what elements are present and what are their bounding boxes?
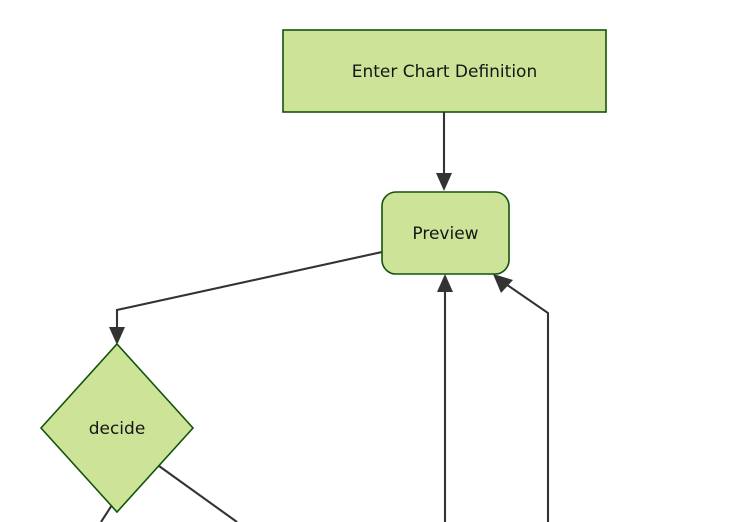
node-enter-chart-definition[interactable]: Enter Chart Definition <box>282 29 607 113</box>
node-preview[interactable]: Preview <box>381 191 510 275</box>
arrowhead-up-left-icon <box>493 274 513 293</box>
node-preview-shape <box>381 191 510 275</box>
edge-bottom-right-to-preview[interactable] <box>493 274 550 522</box>
edge-enter-to-preview[interactable] <box>436 112 452 191</box>
arrowhead-down-icon <box>436 173 452 191</box>
node-decide-label: decide <box>89 419 146 439</box>
node-preview-label: Preview <box>412 224 478 244</box>
edge-decide-to-offscreen-right[interactable] <box>158 465 238 522</box>
edge-decide-to-offscreen-left-line <box>100 504 113 522</box>
edge-bottom-right-to-preview-line <box>499 279 550 522</box>
edge-bottom-center-to-preview[interactable] <box>437 274 453 522</box>
node-enter-chart-definition-label: Enter Chart Definition <box>352 62 537 82</box>
arrowhead-down-icon <box>109 327 125 345</box>
node-decide-shape <box>39 342 195 514</box>
node-layer: Enter Chart Definition Preview decide <box>39 29 607 514</box>
edge-preview-to-decide-line <box>115 250 383 338</box>
arrowhead-up-icon <box>437 274 453 292</box>
edge-decide-to-offscreen-right-line <box>158 465 238 522</box>
node-enter-chart-definition-shape <box>282 29 607 113</box>
edge-layer <box>100 112 550 522</box>
edge-decide-to-offscreen-left[interactable] <box>100 504 113 522</box>
node-decide[interactable]: decide <box>39 342 195 514</box>
edge-preview-to-decide[interactable] <box>109 250 383 345</box>
